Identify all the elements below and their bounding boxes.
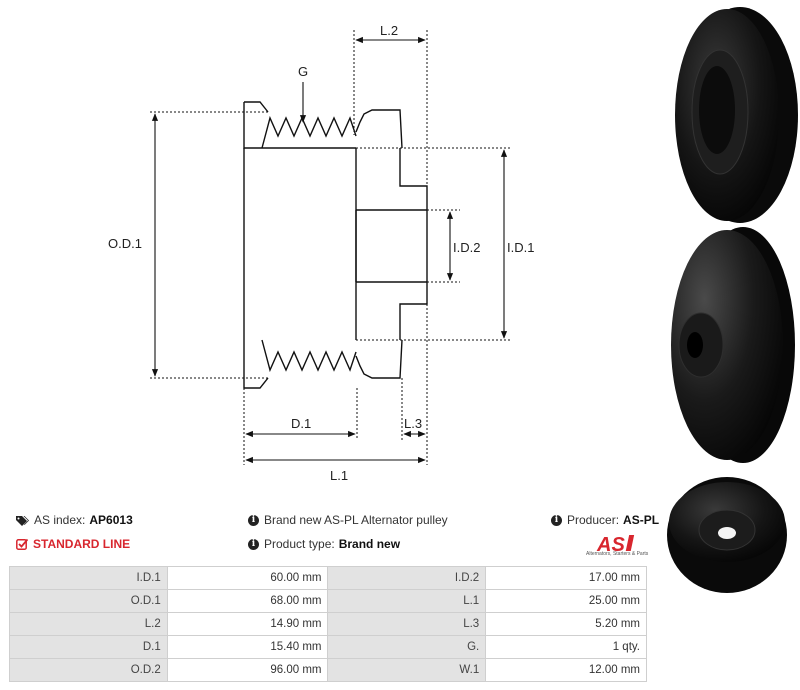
info-icon: i <box>248 514 259 526</box>
logo-tagline: Alternators, Starters & Parts <box>586 551 649 557</box>
spec-value-cell: 60.00 mm <box>166 566 329 590</box>
producer-value: AS-PL <box>623 513 660 527</box>
info-icon: i <box>551 514 562 526</box>
as-pl-logo: AS <box>596 534 635 556</box>
pulley-outline <box>243 101 428 389</box>
spec-key-cell: W.1 <box>327 658 487 682</box>
pulley-photo-1 <box>675 7 798 223</box>
label-g: G <box>298 64 308 79</box>
spec-value-cell: 12.00 mm <box>485 658 647 682</box>
label-l2: L.2 <box>380 23 398 38</box>
producer-label: Producer: <box>567 513 620 527</box>
product-type-row: i Product type: Brand new <box>248 537 400 551</box>
label-l3: L.3 <box>404 416 422 431</box>
spec-value-cell: 14.90 mm <box>166 612 329 636</box>
spec-value-cell: 1 qty. <box>485 635 647 659</box>
label-od1: O.D.1 <box>108 236 142 251</box>
label-id2: I.D.2 <box>453 240 480 255</box>
spec-key-cell: L.1 <box>327 589 487 613</box>
standard-line-label: STANDARD LINE <box>33 537 131 551</box>
pulley-technical-drawing: G L.2 O.D.1 I.D.2 I.D.1 D.1 L.3 L.1 <box>108 23 534 483</box>
spec-key-cell: O.D.2 <box>9 658 168 682</box>
as-index-row: AS index: AP6013 <box>16 513 133 527</box>
label-id1: I.D.1 <box>507 240 534 255</box>
spec-key-cell: I.D.1 <box>9 566 168 590</box>
as-index-value: AP6013 <box>89 513 133 527</box>
spec-key-cell: D.1 <box>9 635 168 659</box>
spec-key-cell: L.3 <box>327 612 487 636</box>
spec-value-cell: 68.00 mm <box>166 589 329 613</box>
label-d1: D.1 <box>291 416 311 431</box>
spec-value-cell: 15.40 mm <box>166 635 329 659</box>
spec-key-cell: I.D.2 <box>327 566 487 590</box>
dimension-lines <box>151 36 508 464</box>
as-index-label: AS index: <box>34 513 86 527</box>
pulley-photo-2 <box>671 227 795 463</box>
svg-text:AS: AS <box>596 534 625 556</box>
spec-value-cell: 96.00 mm <box>166 658 329 682</box>
label-l1: L.1 <box>330 468 348 483</box>
pulley-photo-3 <box>667 477 787 593</box>
tags-icon <box>16 515 29 526</box>
product-photos <box>667 7 798 593</box>
standard-line-row: STANDARD LINE <box>16 537 130 551</box>
spec-key-cell: O.D.1 <box>9 589 168 613</box>
product-type-label: Product type: <box>264 537 335 551</box>
spec-value-cell: 17.00 mm <box>485 566 647 590</box>
spec-value-cell: 5.20 mm <box>485 612 647 636</box>
spec-key-cell: L.2 <box>9 612 168 636</box>
spec-key-cell: G. <box>327 635 487 659</box>
spec-value-cell: 25.00 mm <box>485 589 647 613</box>
product-type-value: Brand new <box>338 537 401 551</box>
description-row: i Brand new AS-PL Alternator pulley <box>248 513 448 527</box>
producer-row: i Producer: AS-PL <box>551 513 659 527</box>
checkbox-icon <box>16 538 28 550</box>
info-icon: i <box>248 538 259 550</box>
description-text: Brand new AS-PL Alternator pulley <box>264 513 448 527</box>
